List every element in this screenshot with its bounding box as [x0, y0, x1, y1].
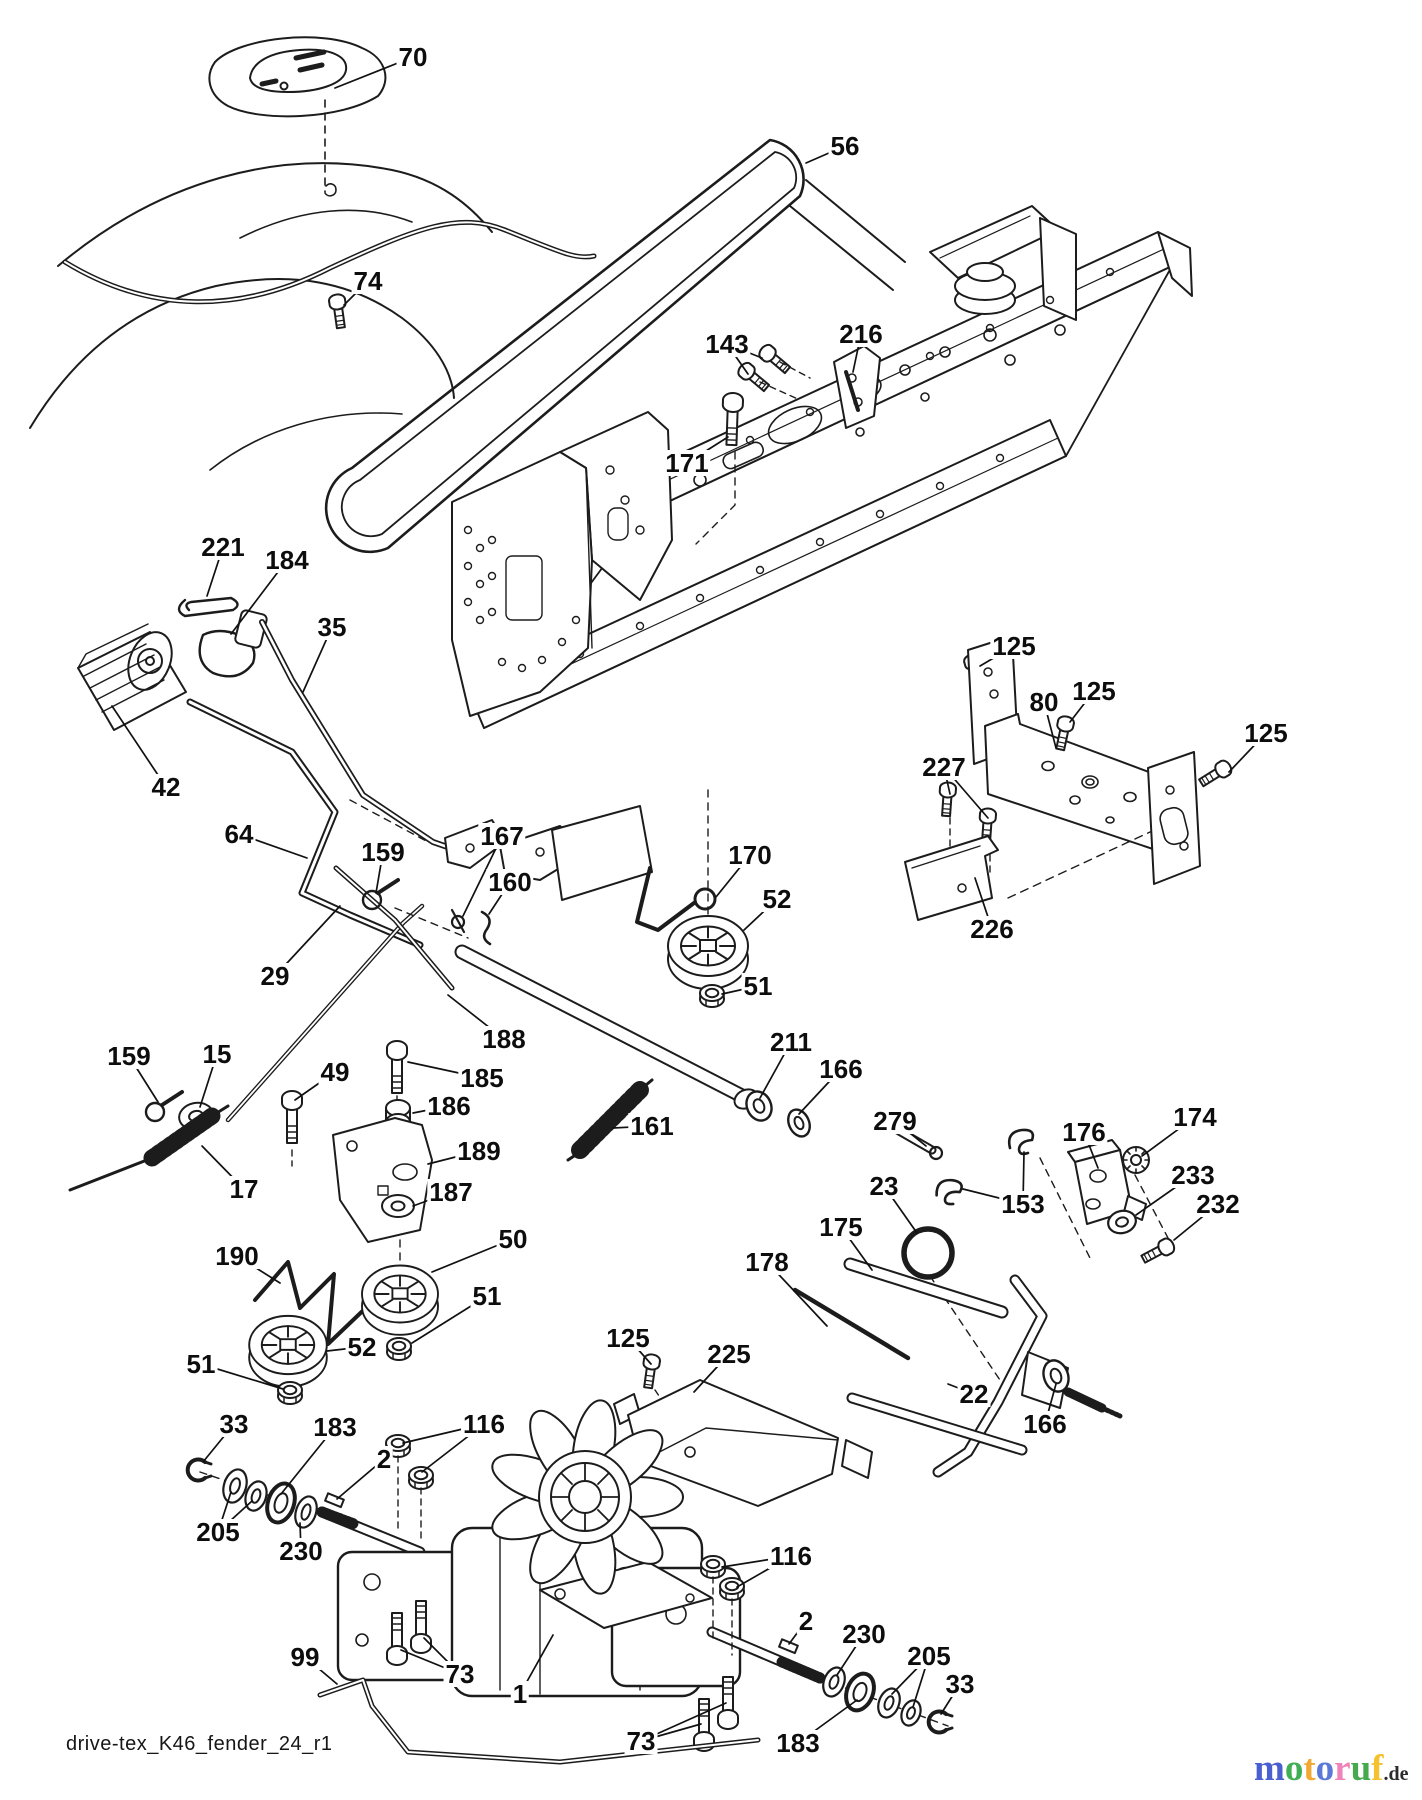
part-label-64: 64: [222, 819, 256, 849]
part-label-42: 42: [149, 772, 183, 802]
part-label-1: 1: [510, 1679, 530, 1709]
part-label-171: 171: [663, 448, 711, 478]
idler-bracket-art: [248, 1040, 439, 1405]
bracket-225-art: [613, 1352, 873, 1507]
part-label-153: 153: [999, 1189, 1047, 1219]
part-label-221: 221: [199, 532, 247, 562]
part-label-51: 51: [741, 971, 775, 1001]
part-label-160: 160: [486, 867, 534, 897]
part-label-205: 205: [194, 1517, 242, 1547]
part-label-205: 205: [905, 1641, 953, 1671]
part-label-187: 187: [427, 1177, 475, 1207]
part-label-56: 56: [828, 131, 862, 161]
cable-art: [62, 219, 597, 305]
part-label-51: 51: [470, 1281, 504, 1311]
diagram-code: drive-tex_K46_fender_24_r1: [66, 1733, 333, 1755]
part-label-159: 159: [359, 837, 407, 867]
part-label-52: 52: [760, 884, 794, 914]
part-label-73: 73: [624, 1726, 658, 1756]
part-label-216: 216: [837, 319, 885, 349]
part-label-125: 125: [604, 1323, 652, 1353]
part-label-230: 230: [840, 1619, 888, 1649]
part-label-51: 51: [184, 1349, 218, 1379]
mount-plates-art: [904, 635, 1235, 921]
part-label-183: 183: [774, 1728, 822, 1758]
part-label-166: 166: [1021, 1409, 1069, 1439]
part-label-159: 159: [105, 1041, 153, 1071]
part-label-49: 49: [318, 1057, 352, 1087]
center-pulley-art: [454, 789, 811, 1162]
transaxle-art: [185, 292, 954, 1765]
part-label-22: 22: [957, 1379, 991, 1409]
part-label-233: 233: [1169, 1160, 1217, 1190]
drive-belt-art: [324, 138, 906, 554]
part-label-125: 125: [990, 631, 1038, 661]
part-label-178: 178: [743, 1247, 791, 1277]
part-label-2: 2: [374, 1444, 394, 1474]
part-label-125: 125: [1242, 718, 1290, 748]
part-label-186: 186: [425, 1091, 473, 1121]
fender-console-art: [29, 36, 493, 471]
part-label-74: 74: [351, 266, 385, 296]
part-label-184: 184: [263, 545, 311, 575]
part-label-166: 166: [817, 1054, 865, 1084]
part-label-230: 230: [277, 1536, 325, 1566]
part-label-52: 52: [345, 1332, 379, 1362]
part-label-170: 170: [726, 840, 774, 870]
part-label-116: 116: [461, 1409, 507, 1439]
part-label-143: 143: [703, 329, 751, 359]
part-label-17: 17: [227, 1174, 261, 1204]
part-label-211: 211: [768, 1027, 814, 1057]
part-label-225: 225: [705, 1339, 753, 1369]
part-label-183: 183: [311, 1412, 359, 1442]
part-label-167: 167: [478, 821, 526, 851]
part-label-185: 185: [458, 1063, 506, 1093]
part-label-232: 232: [1194, 1189, 1242, 1219]
part-label-176: 176: [1060, 1117, 1108, 1147]
part-label-279: 279: [871, 1106, 919, 1136]
part-label-174: 174: [1171, 1102, 1219, 1132]
motoruf-logo-suffix: .de: [1383, 1763, 1409, 1785]
part-label-33: 33: [217, 1409, 251, 1439]
part-label-226: 226: [968, 914, 1016, 944]
part-label-15: 15: [200, 1039, 234, 1069]
part-label-29: 29: [258, 961, 292, 991]
part-label-116: 116: [768, 1541, 814, 1571]
part-label-70: 70: [396, 42, 430, 72]
brake-linkage-art: [792, 1109, 1178, 1478]
motoruf-logo[interactable]: motoruf .de: [1254, 1750, 1409, 1787]
bracket-216-art: [695, 341, 881, 545]
part-label-80: 80: [1027, 687, 1061, 717]
frame-art: [451, 205, 1193, 729]
part-label-175: 175: [817, 1212, 865, 1242]
part-label-73: 73: [443, 1659, 477, 1689]
part-label-227: 227: [920, 752, 968, 782]
part-label-99: 99: [288, 1642, 322, 1672]
part-label-125: 125: [1070, 676, 1118, 706]
part-label-35: 35: [315, 612, 349, 642]
part-label-161: 161: [628, 1111, 676, 1141]
part-label-2: 2: [796, 1606, 816, 1636]
part-label-50: 50: [496, 1224, 530, 1254]
part-label-189: 189: [455, 1136, 503, 1166]
part-label-188: 188: [480, 1024, 528, 1054]
part-label-33: 33: [943, 1669, 977, 1699]
motoruf-logo-letters: motoruf: [1254, 1748, 1384, 1789]
part-label-23: 23: [867, 1171, 901, 1201]
part-label-190: 190: [213, 1241, 261, 1271]
